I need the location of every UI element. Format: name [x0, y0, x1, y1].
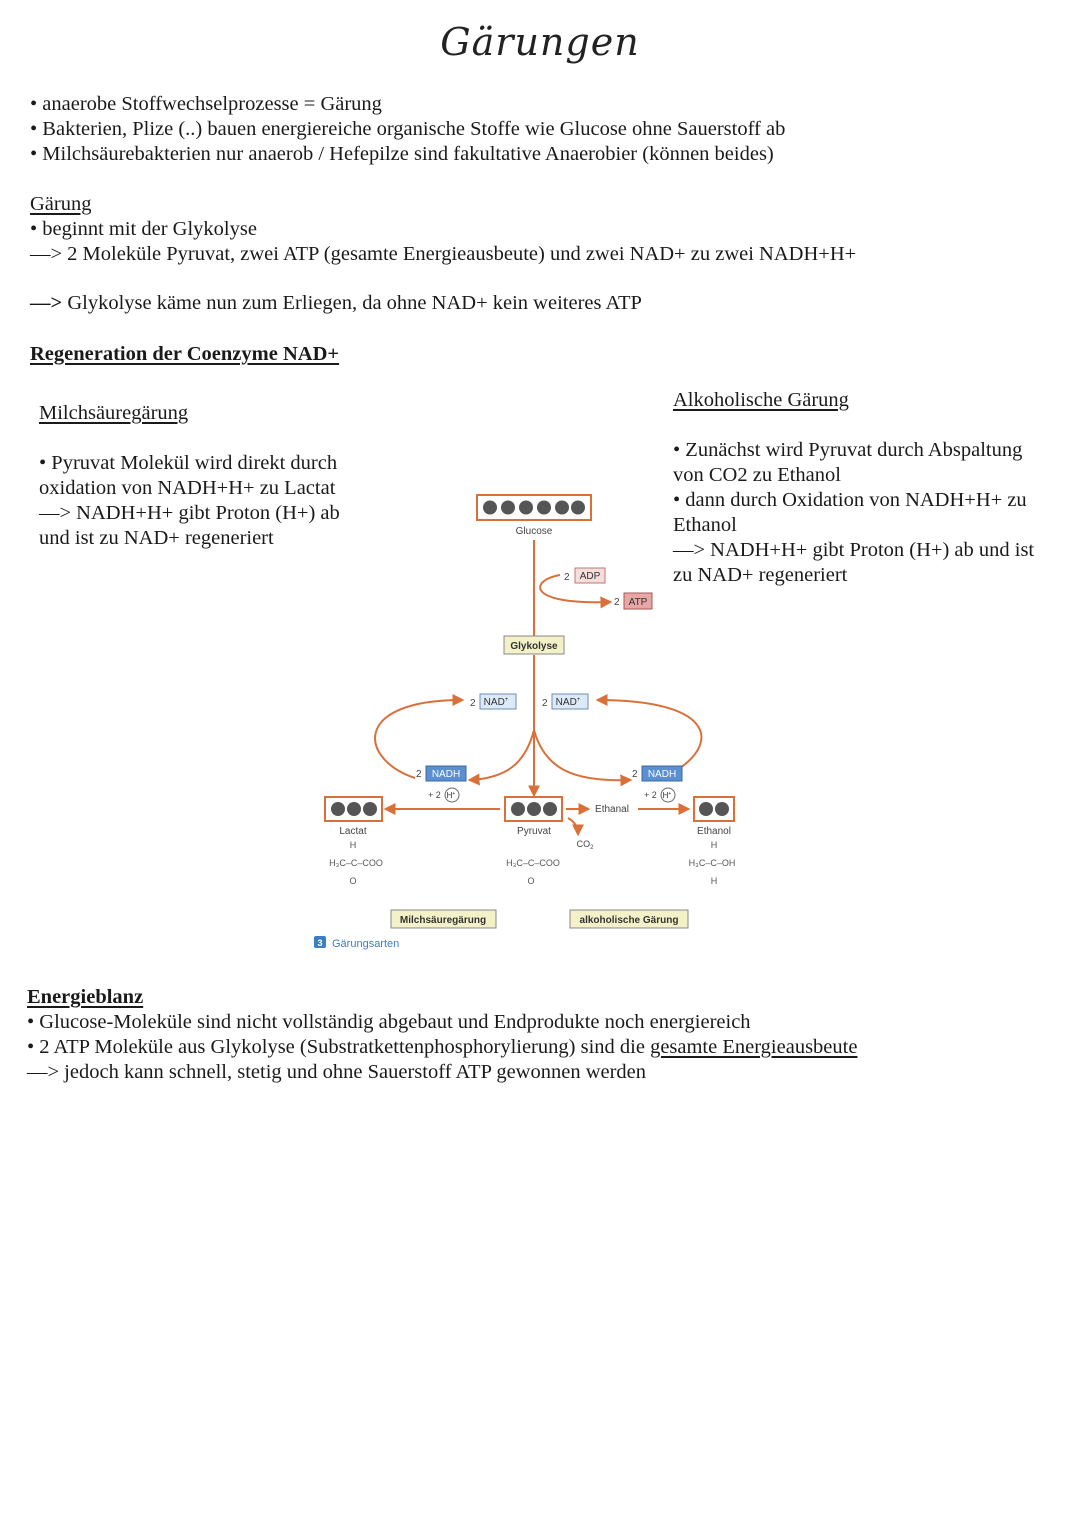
caption-number: 3: [317, 938, 322, 948]
energie-line-2-underlined: gesamte Energieausbeute: [650, 1036, 858, 1058]
ethanol-formula-bot: H: [711, 876, 718, 886]
milch-line: oxidation von NADH+H+ zu Lactat: [39, 477, 336, 499]
atp-count: 2: [614, 597, 620, 608]
left-nadh-curve: [467, 729, 535, 786]
nad-right-label: NAD+: [556, 697, 581, 708]
nadh-right-count: 2: [632, 769, 638, 780]
atp-label: ATP: [629, 597, 648, 608]
glucose-label: Glucose: [516, 526, 553, 537]
lactat-label: Lactat: [339, 826, 366, 837]
nad-left-box: [479, 693, 517, 710]
milch-line: • Pyruvat Molekül wird direkt durch: [39, 452, 338, 474]
intro-line-3: • Milchsäurebakterien nur anaerob / Hefe…: [30, 143, 774, 165]
alko-line: • dann durch Oxidation von NADH+H+ zu: [673, 489, 1027, 511]
adp-label: ADP: [580, 571, 601, 582]
pyruvat-carbon-atoms: [511, 802, 557, 816]
intro-line-2: • Bakterien, Plize (..) bauen energierei…: [30, 118, 786, 140]
fermentation-diagram: Glucose 2 ADP 2 ATP Glykolyse 2 NAD+ 2 N…: [314, 494, 736, 950]
nad-left-label: NAD+: [484, 697, 509, 708]
alko-heading: Alkoholische Gärung: [673, 389, 849, 411]
glykolyse-box: [503, 635, 565, 655]
ethanol-formula-mid: H₃C–C–OH: [689, 858, 736, 868]
energie-line-2: • 2 ATP Moleküle aus Glykolyse (Substrat…: [27, 1035, 857, 1060]
glucose-carbon-atoms: [483, 500, 585, 515]
nadh-left-box: [425, 765, 467, 782]
left-loop-arrow: [374, 694, 465, 779]
energie-heading: Energieblanz: [27, 986, 144, 1008]
energie-line-3: —> jedoch kann schnell, stetig und ohne …: [27, 1061, 647, 1083]
milch-line: und ist zu NAD+ regeneriert: [39, 527, 274, 549]
adp-atp-arrow: [539, 574, 613, 609]
garung-line-1: • beginnt mit der Glykolyse: [30, 218, 257, 240]
glykolyse-label: Glykolyse: [510, 641, 558, 652]
h-left-circle: [444, 787, 460, 803]
right-nadh-curve: [533, 729, 633, 787]
garung-line-2: —> 2 Moleküle Pyruvat, zwei ATP (gesamte…: [30, 243, 857, 265]
ethanal-label: Ethanal: [595, 804, 629, 815]
h-left-label: H+: [447, 791, 456, 800]
pyruvat-label: Pyruvat: [517, 826, 551, 837]
lactat-carbon-atoms: [331, 802, 377, 816]
ethanol-carbon-atoms: [699, 802, 729, 816]
nadh-right-box: [641, 765, 683, 782]
milch-column: Milchsäuregärung • Pyruvat Molekül wird …: [39, 401, 379, 551]
milch-line: —> NADH+H+ gibt Proton (H+) ab: [39, 502, 340, 524]
garung-line-3: —> Glykolyse käme nun zum Erliegen, da o…: [30, 291, 642, 316]
alko-column: Alkoholische Gärung • Zunächst wird Pyru…: [673, 388, 1073, 588]
garung-line-3-text: Glykolyse käme nun zum Erliegen, da ohne…: [62, 292, 642, 314]
alko-label: alkoholische Gärung: [580, 915, 679, 926]
alko-line: Ethanol: [673, 514, 737, 536]
pyruvat-formula-mid: H₃C–C–COO: [506, 858, 560, 868]
energie-line-2-text: • 2 ATP Moleküle aus Glykolyse (Substrat…: [27, 1036, 651, 1058]
pyruvat-formula-bot: O: [527, 876, 534, 886]
h-left-count: + 2: [428, 790, 441, 800]
milch-heading: Milchsäuregärung: [39, 402, 189, 424]
alko-line: • Zunächst wird Pyruvat durch Abspaltung: [673, 439, 1023, 461]
co2-arrow: [567, 817, 584, 837]
regeneration-heading: Regeneration der Coenzyme NAD+: [30, 343, 340, 365]
page-title: Gärungen: [440, 20, 640, 64]
energie-line-1: • Glucose-Moleküle sind nicht vollständi…: [27, 1011, 751, 1033]
caption-badge: [314, 936, 326, 948]
nad-right-count: 2: [542, 698, 548, 709]
h-right-count: + 2: [644, 790, 657, 800]
ethanol-label: Ethanol: [697, 826, 731, 837]
nad-right-box: [551, 693, 589, 710]
intro-line-1: • anaerobe Stoffwechselprozesse = Gärung: [30, 93, 382, 115]
alko-line: zu NAD+ regeneriert: [673, 564, 848, 586]
nadh-right-label: NADH: [648, 769, 676, 780]
garung-heading: Gärung: [30, 193, 92, 215]
atp-box: [623, 592, 653, 610]
h-right-label: H+: [663, 791, 672, 800]
alko-line: von CO2 zu Ethanol: [673, 464, 841, 486]
adp-box: [574, 567, 606, 584]
nad-left-count: 2: [470, 698, 476, 709]
alko-line: —> NADH+H+ gibt Proton (H+) ab und ist: [673, 539, 1035, 561]
h-right-circle: [660, 787, 676, 803]
lactat-formula-top: H: [350, 840, 357, 850]
alko-label-box: [569, 909, 689, 929]
garung-line-3-arrow: —>: [30, 292, 63, 314]
co2-label: CO2: [577, 839, 595, 851]
nadh-left-label: NADH: [432, 769, 460, 780]
milch-label: Milchsäuregärung: [400, 915, 486, 926]
caption-text: Gärungsarten: [332, 938, 399, 950]
right-loop-arrow: [595, 694, 703, 769]
nadh-left-count: 2: [416, 769, 422, 780]
milch-label-box: [390, 909, 497, 929]
lactat-formula-bot: O: [349, 876, 356, 886]
adp-count: 2: [564, 572, 570, 583]
ethanol-formula-top: H: [711, 840, 718, 850]
lactat-formula-mid: H₃C–C–COO: [329, 858, 383, 868]
